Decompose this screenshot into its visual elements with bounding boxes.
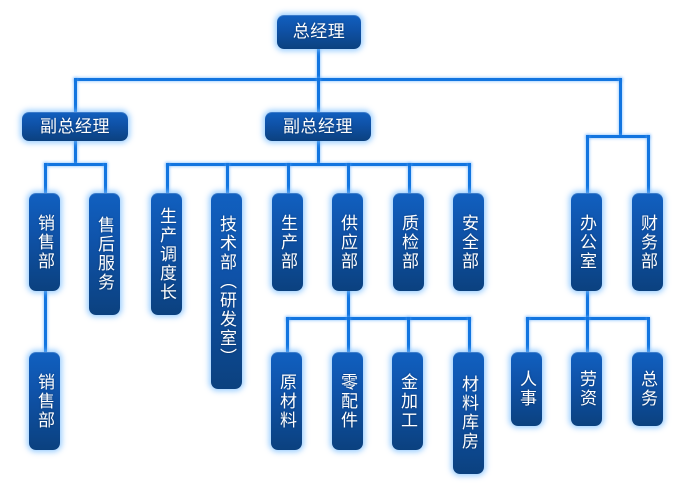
node-office[interactable]: 办公室 [571, 193, 602, 291]
node-material-warehouse[interactable]: 材料库房 [453, 352, 484, 474]
node-after-sales[interactable]: 售后服务 [89, 193, 120, 315]
connector-drop-office [586, 135, 589, 193]
node-personnel[interactable]: 人事 [511, 352, 542, 426]
connector-drop-production-dept [287, 163, 290, 193]
node-production-scheduler[interactable]: 生产调度长 [151, 193, 182, 315]
node-raw-materials[interactable]: 原材料 [271, 352, 302, 450]
connector-drop-metal-processing [407, 317, 410, 352]
connector-drop-material-warehouse [468, 317, 471, 352]
connector-gm-stem [317, 48, 320, 80]
node-label: 副总经理 [283, 116, 353, 136]
node-label: 材料库房 [459, 375, 478, 451]
node-general-manager[interactable]: 总经理 [277, 15, 361, 49]
connector-office-stem [586, 290, 589, 318]
connector-deputy-mid-bus [166, 163, 471, 166]
connector-drop-personnel [526, 317, 529, 352]
connector-drop-deputy-left [74, 78, 77, 112]
node-label: 总经理 [292, 22, 346, 42]
connector-drop-finance [647, 135, 650, 193]
node-safety-dept[interactable]: 安全部 [453, 193, 484, 291]
connector-drop-spare-parts [347, 317, 350, 352]
node-label: 售后服务 [95, 216, 114, 292]
node-label: 质检部 [399, 213, 418, 271]
connector-supply-stem [347, 290, 350, 318]
node-label: 劳资 [577, 370, 596, 408]
node-label: 金加工 [398, 372, 417, 430]
node-quality-dept[interactable]: 质检部 [393, 193, 424, 291]
connector-supply-bus [286, 317, 471, 320]
node-label: 零配件 [338, 372, 357, 430]
connector-drop-supply-dept [347, 163, 350, 193]
connector-drop-labor-wages [586, 317, 589, 352]
node-label: 生产调度长 [157, 206, 176, 302]
connector-deputy-mid-stem [317, 140, 320, 164]
node-label: 副总经理 [40, 116, 110, 136]
node-labor-wages[interactable]: 劳资 [571, 352, 602, 426]
node-general-affairs[interactable]: 总务 [632, 352, 663, 426]
node-label: 技术部（研发室） [217, 215, 236, 367]
connector-drop-after-sales [104, 163, 107, 193]
node-label: 供应部 [338, 213, 357, 271]
connector-drop-safety-dept [468, 163, 471, 193]
node-label: 总务 [638, 370, 657, 408]
node-label: 销售部 [35, 213, 54, 271]
node-sales-dept-sub[interactable]: 销售部 [29, 352, 60, 450]
connector-level1-bus [74, 78, 622, 81]
node-production-dept[interactable]: 生产部 [272, 193, 303, 291]
node-tech-dept[interactable]: 技术部（研发室） [211, 193, 242, 389]
node-spare-parts[interactable]: 零配件 [332, 352, 363, 450]
connector-deputy-left-bus [44, 163, 107, 166]
connector-right-branch-bus [586, 135, 650, 138]
node-sales-dept[interactable]: 销售部 [29, 193, 60, 291]
node-metal-processing[interactable]: 金加工 [392, 352, 423, 450]
node-label: 财务部 [638, 213, 657, 271]
connector-drop-production-scheduler [166, 163, 169, 193]
connector-drop-general-affairs [647, 317, 650, 352]
connector-drop-quality-dept [408, 163, 411, 193]
node-supply-dept[interactable]: 供应部 [332, 193, 363, 291]
node-label: 生产部 [278, 213, 297, 271]
connector-drop-sales [44, 163, 47, 193]
node-label: 销售部 [35, 372, 54, 430]
node-deputy-gm-mid[interactable]: 副总经理 [265, 112, 371, 141]
node-label: 原材料 [277, 372, 296, 430]
connector-deputy-left-stem [74, 140, 77, 164]
connector-drop-raw-materials [286, 317, 289, 352]
connector-drop-right-branch [619, 78, 622, 135]
node-finance-dept[interactable]: 财务部 [632, 193, 663, 291]
node-label: 人事 [517, 370, 536, 408]
node-label: 安全部 [459, 213, 478, 271]
node-deputy-gm-left[interactable]: 副总经理 [22, 112, 128, 141]
node-label: 办公室 [577, 213, 596, 271]
connector-sales-to-sub [44, 290, 47, 352]
connector-drop-tech-dept [226, 163, 229, 193]
connector-drop-deputy-mid [317, 78, 320, 112]
